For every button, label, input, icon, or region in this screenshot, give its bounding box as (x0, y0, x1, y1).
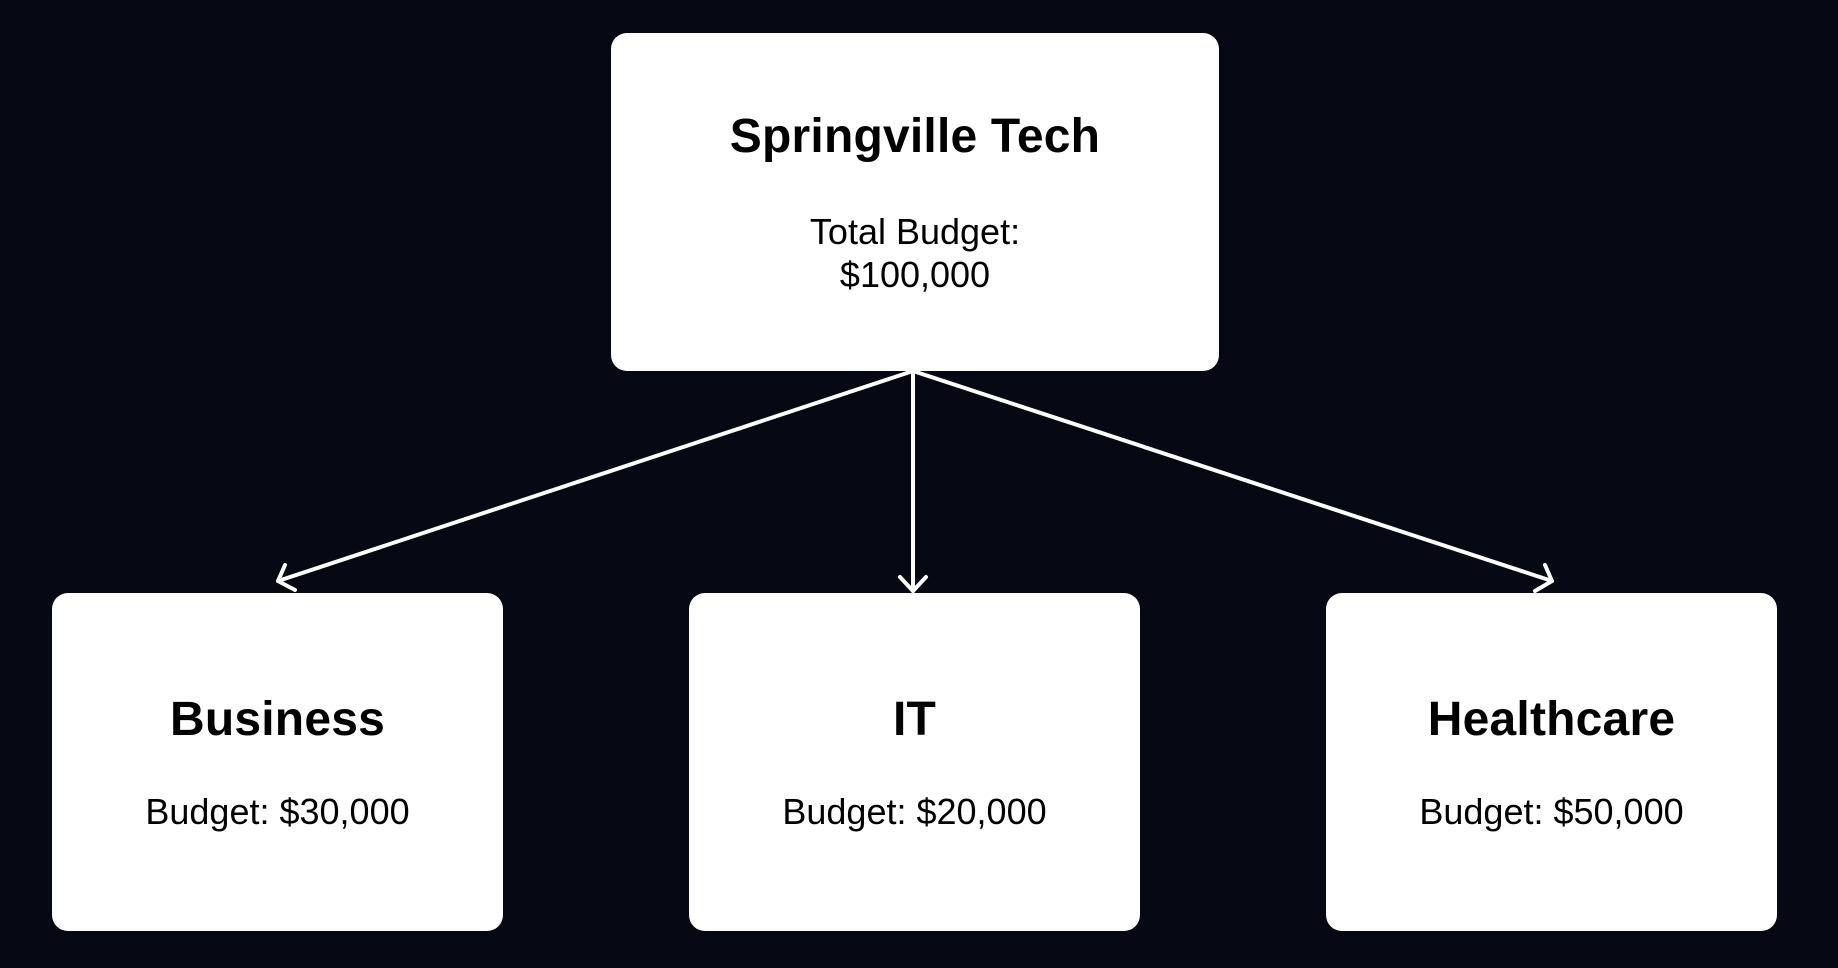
node-budget: Budget: $50,000 (1419, 791, 1684, 833)
node-budget: Budget: $30,000 (145, 791, 410, 833)
connector-root-healthcare (911, 369, 1554, 583)
arrowhead-business (276, 563, 297, 592)
node-total-budget: Total Budget: $100,000 (809, 210, 1021, 295)
node-business: Business Budget: $30,000 (52, 593, 503, 931)
node-title: Healthcare (1427, 692, 1676, 746)
node-budget: Budget: $20,000 (782, 791, 1047, 833)
connector-root-business (276, 369, 915, 583)
node-title: Business (169, 692, 386, 746)
node-title: Springville Tech (729, 110, 1101, 164)
arrowhead-healthcare (1533, 563, 1554, 593)
node-healthcare: Healthcare Budget: $50,000 (1326, 593, 1777, 931)
node-it: IT Budget: $20,000 (689, 593, 1140, 931)
node-springville-tech: Springville Tech Total Budget: $100,000 (611, 33, 1219, 371)
node-title: IT (892, 692, 937, 746)
arrowhead-it (898, 575, 928, 593)
